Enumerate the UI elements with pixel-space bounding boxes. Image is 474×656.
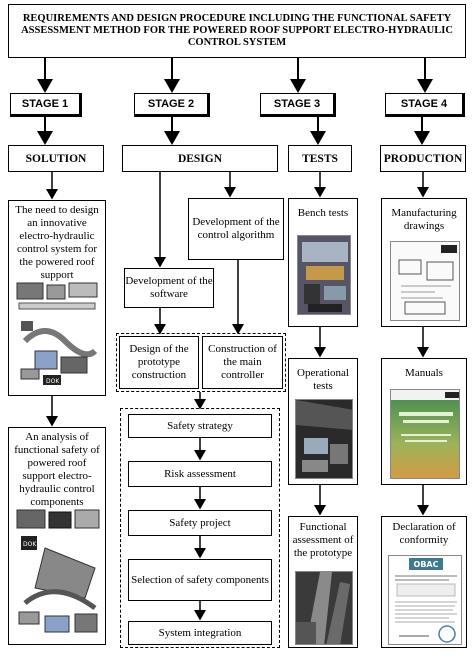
need-box: The need to design an innovative electro… — [8, 200, 106, 396]
analysis-text: An analysis of functional safety of powe… — [14, 431, 100, 508]
prototype-design-text: Design of the prototype construction — [129, 343, 189, 381]
manual-cover-icon — [391, 390, 459, 478]
main-controller-box: Construction of the main controller — [202, 336, 283, 389]
functional-assessment-text: Functional assessment of the prototype — [292, 521, 354, 559]
control-algorithm-text: Development of the control algorithm — [192, 216, 280, 241]
components-illustration: DOK — [15, 508, 101, 640]
selection-box: Selection of safety components — [128, 559, 272, 601]
declaration-text: Declaration of conformity — [392, 521, 456, 546]
control-system-icon: DOK — [16, 282, 98, 385]
manual-cover — [390, 389, 460, 479]
drawings-thumbnail — [390, 241, 460, 321]
risk-assessment-text: Risk assessment — [164, 467, 236, 480]
drawings-text: Manufacturing drawings — [391, 207, 457, 232]
operational-tests-text: Operational tests — [297, 367, 349, 392]
functional-photo-icon — [296, 572, 352, 644]
need-text: The need to design an innovative electro… — [15, 204, 99, 281]
manuals-box: Manuals — [381, 358, 467, 485]
operational-tests-box: Operational tests — [288, 358, 358, 485]
software-text: Development of the software — [125, 275, 213, 300]
safety-strategy-box: Safety strategy — [128, 414, 272, 438]
control-system-illustration: DOK — [15, 281, 101, 391]
manuals-text: Manuals — [405, 367, 443, 379]
construction-group — [116, 333, 286, 392]
safety-block — [120, 408, 280, 648]
bench-photo — [297, 235, 351, 315]
category-solution: SOLUTION — [8, 145, 104, 172]
bench-photo-icon — [298, 236, 350, 314]
safety-project-box: Safety project — [128, 510, 272, 536]
diagram-title: REQUIREMENTS AND DESIGN PROCEDURE INCLUD… — [8, 4, 466, 58]
bench-tests-text: Bench tests — [297, 207, 349, 219]
category-tests: TESTS — [288, 145, 352, 172]
stage-1-label: STAGE 1 — [10, 93, 82, 117]
stage-2-label: STAGE 2 — [134, 93, 210, 117]
drawings-box: Manufacturing drawings — [381, 198, 467, 327]
operational-photo-icon — [296, 400, 352, 478]
obac-logo: OBAC — [409, 558, 443, 570]
system-integration-box: System integration — [128, 621, 272, 645]
category-design: DESIGN — [122, 145, 278, 172]
selection-text: Selection of safety components — [131, 573, 269, 586]
safety-strategy-text: Safety strategy — [167, 419, 233, 432]
svg-text:DOK: DOK — [46, 378, 60, 385]
certificate-thumbnail: OBAC — [388, 555, 462, 645]
system-integration-text: System integration — [158, 626, 242, 639]
control-algorithm-box: Development of the control algorithm — [188, 198, 284, 260]
category-production: PRODUCTION — [380, 145, 466, 172]
prototype-design-box: Design of the prototype construction — [119, 336, 199, 389]
stage-3-label: STAGE 3 — [260, 93, 336, 117]
svg-text:DOK: DOK — [23, 541, 37, 548]
risk-assessment-box: Risk assessment — [128, 461, 272, 487]
bench-tests-box: Bench tests — [288, 198, 358, 327]
safety-project-text: Safety project — [169, 516, 231, 529]
software-box: Development of the software — [124, 268, 214, 308]
components-icon: DOK — [16, 509, 100, 633]
analysis-box: An analysis of functional safety of powe… — [8, 427, 106, 645]
certificate-icon — [395, 575, 457, 643]
main-controller-text: Construction of the main controller — [208, 343, 277, 381]
title-text: REQUIREMENTS AND DESIGN PROCEDURE INCLUD… — [21, 13, 453, 48]
declaration-box: Declaration of conformity OBAC — [381, 516, 467, 648]
functional-assessment-box: Functional assessment of the prototype — [288, 516, 358, 648]
stage-4-label: STAGE 4 — [385, 93, 465, 117]
operational-photo — [295, 399, 353, 479]
functional-photo — [295, 571, 353, 645]
drawing-sheet-icon — [391, 242, 459, 320]
